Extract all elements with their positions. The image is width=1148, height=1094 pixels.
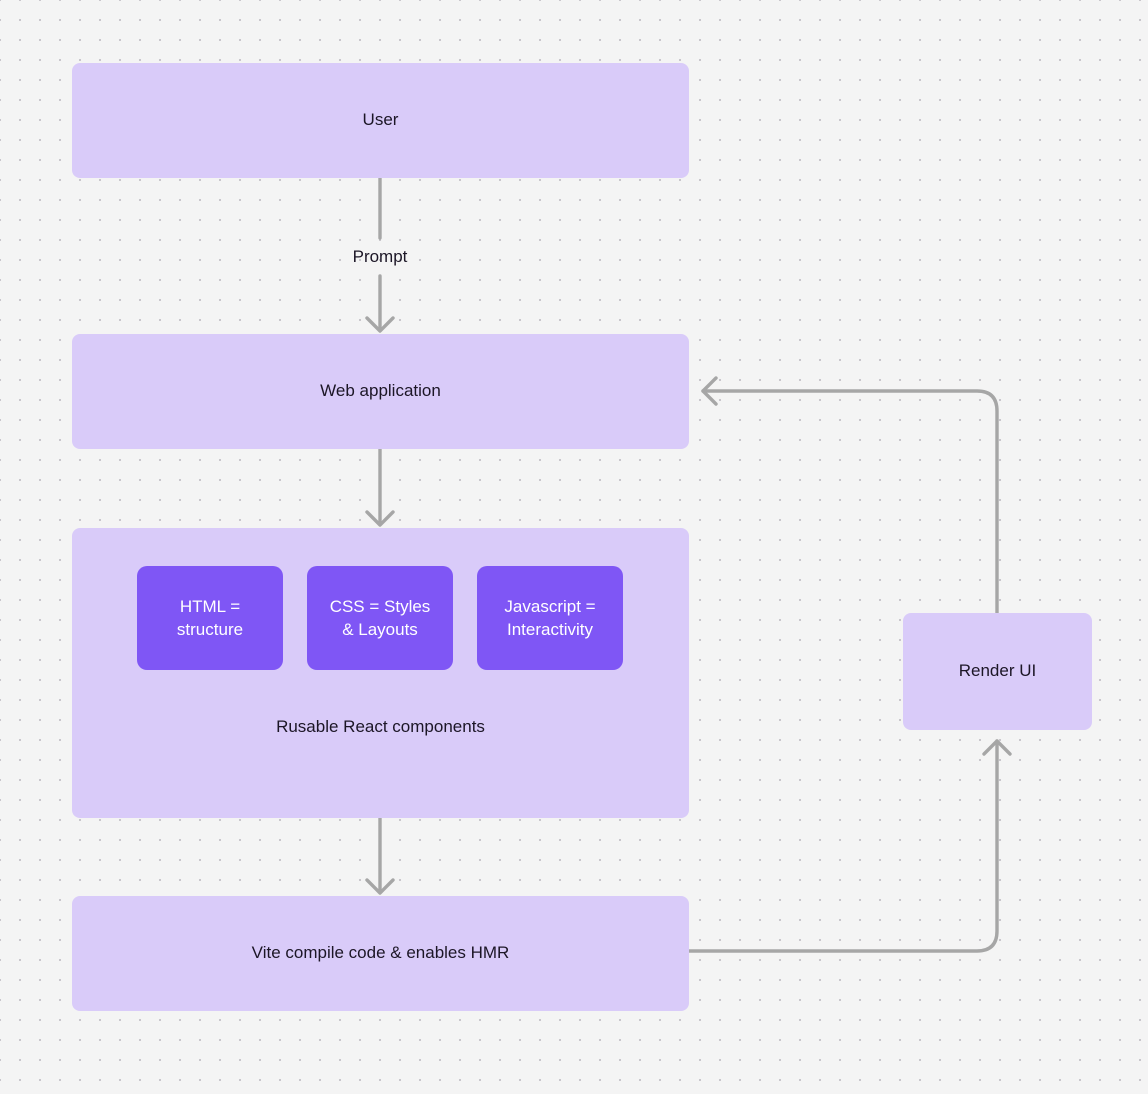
chip-html[interactable]: HTML = structure <box>137 566 283 670</box>
node-vite-label: Vite compile code & enables HMR <box>251 943 510 963</box>
node-render-ui[interactable]: Render UI <box>903 613 1092 730</box>
chip-html-label: HTML = structure <box>176 596 244 639</box>
edge-webapp-to-group <box>365 447 395 527</box>
node-react-components-caption: Rusable React components <box>276 717 485 736</box>
chip-javascript[interactable]: Javascript = Interactivity <box>477 566 623 670</box>
node-vite[interactable]: Vite compile code & enables HMR <box>72 896 689 1011</box>
edge-vite-to-render <box>687 739 1012 953</box>
node-web-application[interactable]: Web application <box>72 334 689 449</box>
edge-label-prompt: Prompt <box>352 247 408 266</box>
chip-css-label: CSS = Styles & Layouts <box>329 596 431 639</box>
chip-css[interactable]: CSS = Styles & Layouts <box>307 566 453 670</box>
node-web-application-label: Web application <box>320 381 441 401</box>
edge-render-to-webapp <box>701 376 999 615</box>
node-user[interactable]: User <box>72 63 689 178</box>
node-react-components-group[interactable]: HTML = structure CSS = Styles & Layouts … <box>72 528 689 818</box>
edge-group-to-vite <box>365 816 395 895</box>
chip-javascript-label: Javascript = Interactivity <box>504 596 596 639</box>
chip-row: HTML = structure CSS = Styles & Layouts … <box>72 566 689 670</box>
node-render-ui-label: Render UI <box>958 661 1037 681</box>
node-user-label: User <box>362 110 399 130</box>
